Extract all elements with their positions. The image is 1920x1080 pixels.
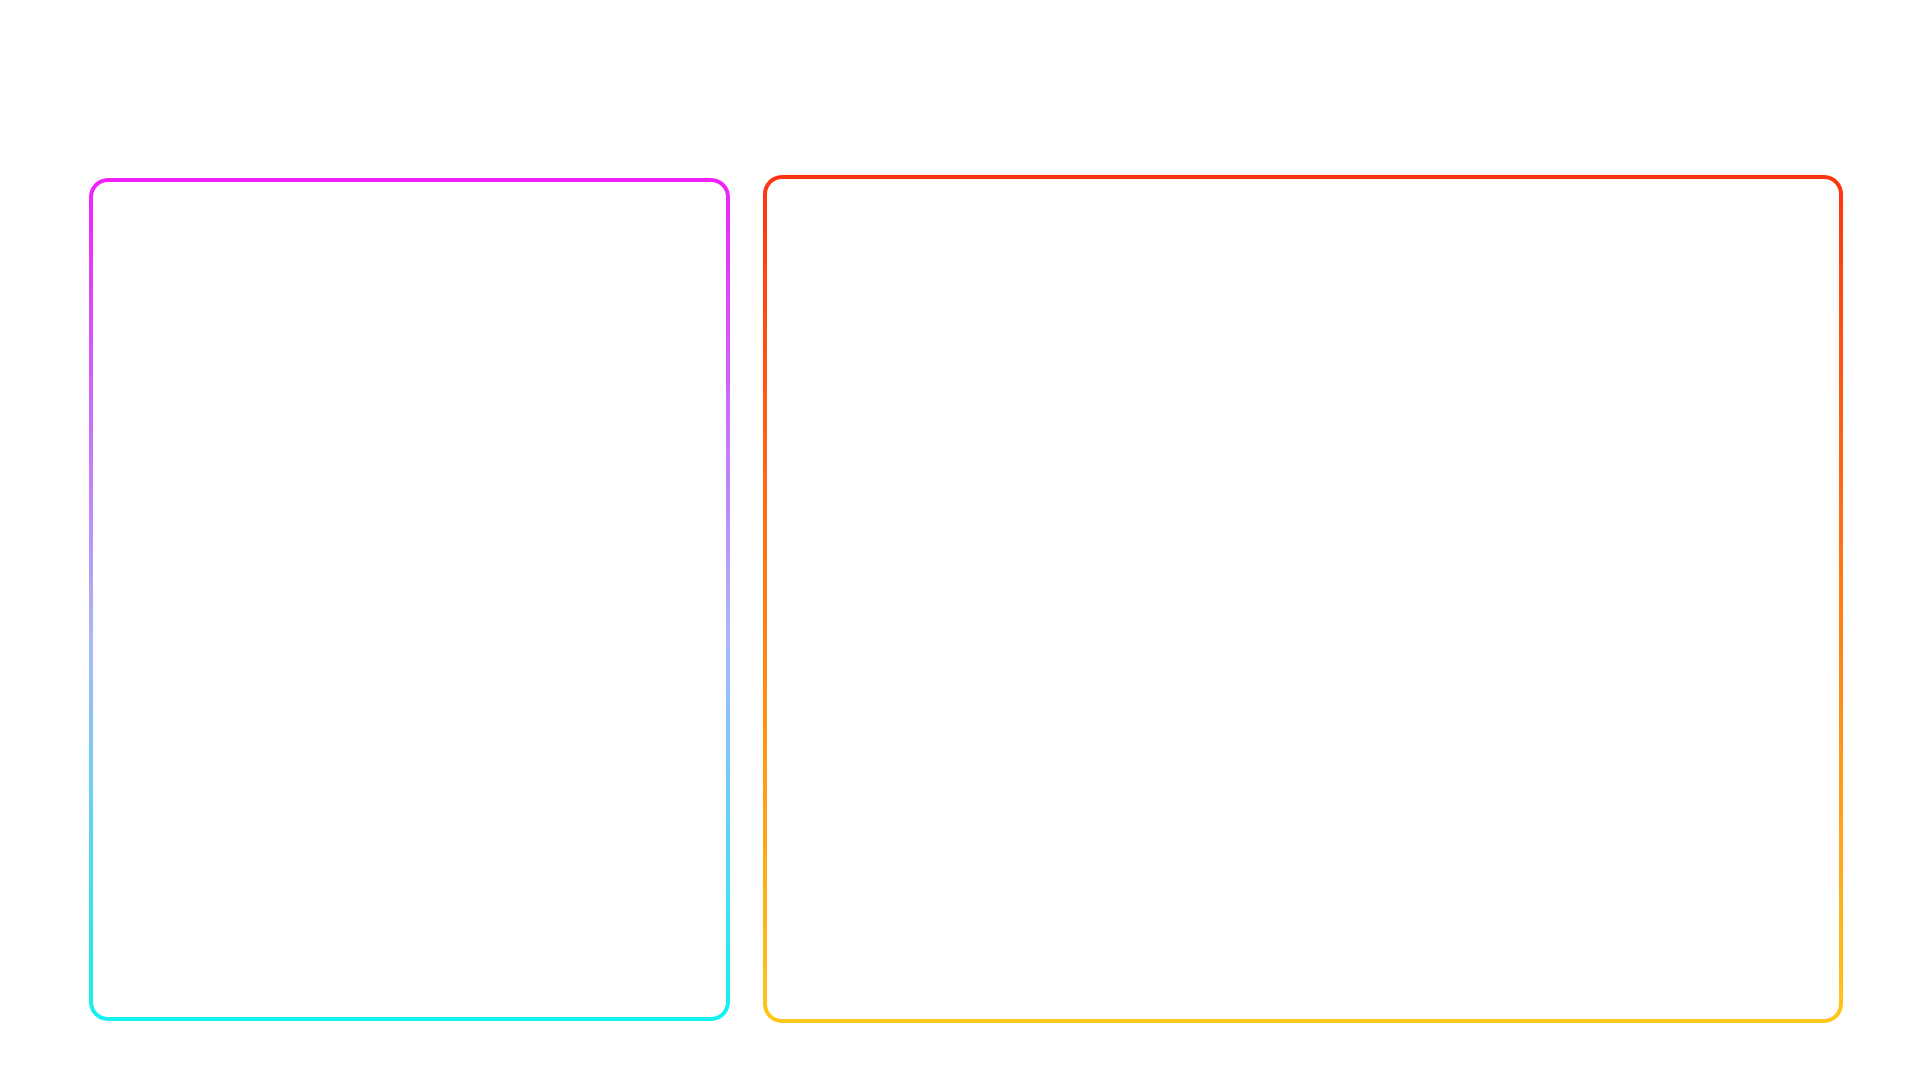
right-panel-body — [767, 179, 1839, 1019]
left-panel-body — [93, 182, 726, 1017]
left-panel — [89, 178, 730, 1021]
right-panel — [763, 175, 1843, 1023]
